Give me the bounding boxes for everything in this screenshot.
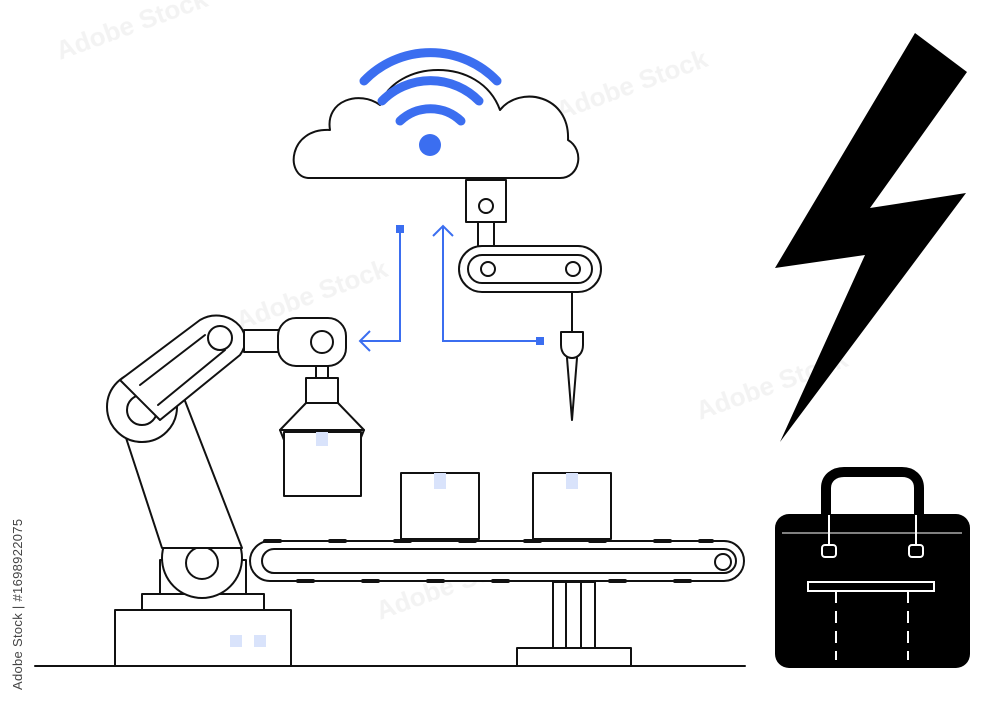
gantry-link: [477, 221, 495, 249]
belt-slats: [263, 539, 714, 583]
stock-id-label: Adobe Stock | #1698922075: [10, 518, 25, 690]
briefcase-icon: [775, 467, 970, 668]
cloud-icon: [292, 69, 580, 179]
data-flow-arrows: [358, 224, 536, 352]
conveyor-belt: [249, 540, 745, 582]
wifi-dot: [419, 134, 441, 156]
conveyor-support: [552, 581, 596, 649]
watermark-text: Adobe Stock: [52, 0, 212, 66]
wifi-icon: [359, 48, 502, 126]
lightning-bolt-icon: [775, 33, 967, 442]
watermark-text: Adobe Stock: [552, 43, 712, 126]
cloud-mount: [465, 179, 507, 223]
gantry-arm: [458, 245, 602, 293]
box-labels: [230, 432, 578, 647]
needle-tool: [560, 331, 584, 359]
robot-pedestal: [114, 609, 292, 667]
